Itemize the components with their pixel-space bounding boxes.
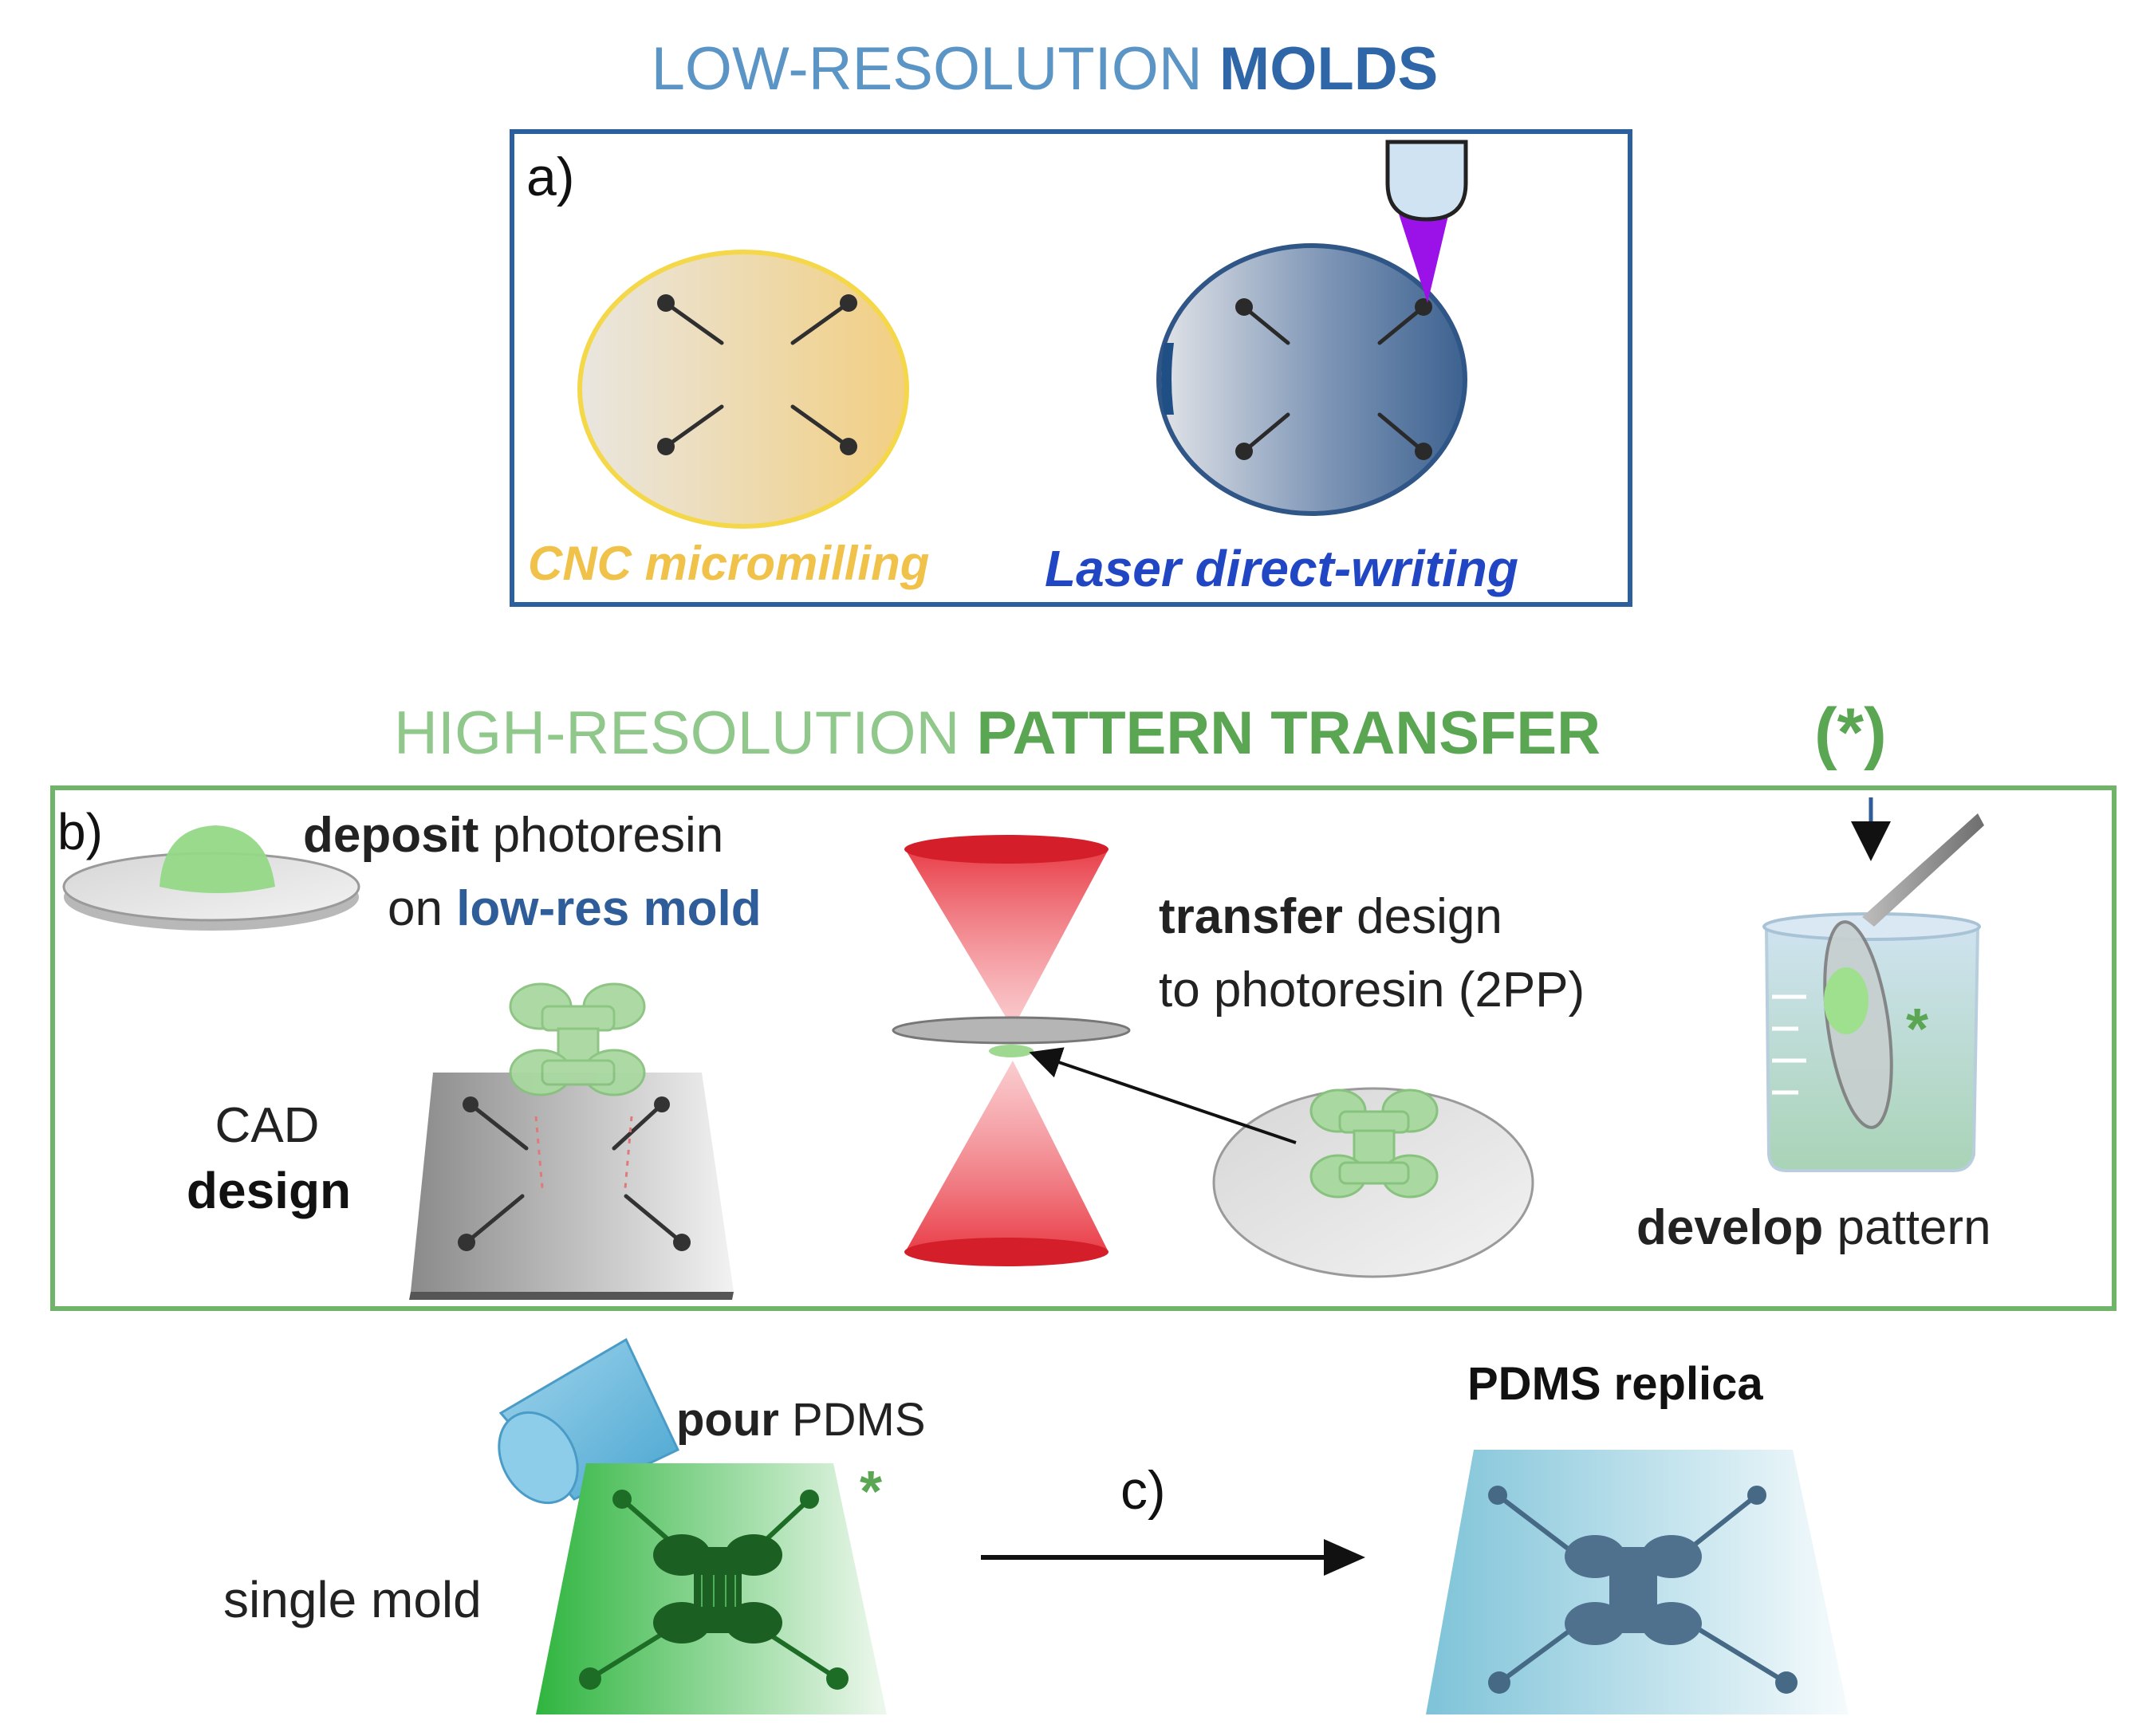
panel-b-label: b) <box>57 803 103 860</box>
cnc-channels <box>664 301 851 449</box>
panel-a-frame <box>510 129 1632 607</box>
deposit-caption-line2: on low-res mold <box>388 881 762 936</box>
pdms-replica-caption: PDMS replica <box>1467 1358 1763 1410</box>
laser-beam <box>1397 209 1450 303</box>
cnc-mold-disc <box>577 250 909 529</box>
develop-caption: develop pattern <box>1636 1200 1991 1255</box>
label-laser-direct-writing: Laser direct-writing <box>1045 540 1518 597</box>
deposit-disc <box>62 825 360 931</box>
develop-asterisk: * <box>1906 998 1928 1061</box>
transfer-caption-line2: to photoresin (2PP) <box>1159 962 1585 1018</box>
panel-c-label: c) <box>1120 1460 1166 1521</box>
sample-slide <box>892 1016 1131 1045</box>
section-a-heading: LOW-RESOLUTION MOLDS <box>652 35 1439 103</box>
pdms-pitcher-icon <box>498 1337 679 1505</box>
single-mold-caption: single mold <box>223 1571 482 1628</box>
cad-design-plate <box>409 982 734 1300</box>
pour-caption: pour PDMS <box>676 1394 926 1446</box>
transfer-caption-line1: transfer design <box>1159 889 1502 944</box>
laser-mold-disc <box>1156 243 1467 516</box>
cad-structure <box>509 982 646 1096</box>
panel-b-frame <box>50 785 2117 1311</box>
cad-caption-line2: design <box>187 1162 351 1219</box>
laser-focus-cones <box>892 835 1131 1266</box>
section-b-heading-mark: (*) <box>1814 695 1887 771</box>
section-b-heading: HIGH-RESOLUTION PATTERN TRANSFER <box>394 699 1601 767</box>
deposit-caption-line1: deposit photoresin <box>303 808 723 863</box>
panel-a-label: a) <box>526 147 574 207</box>
develop-beaker: * <box>1762 797 1984 1172</box>
transfer-arrow <box>1029 1047 1297 1144</box>
pour-asterisk: * <box>860 1460 882 1524</box>
tweezers-icon <box>1862 813 1984 927</box>
replica-structure <box>1565 1535 1702 1645</box>
cad-caption-line1: CAD <box>215 1098 320 1153</box>
transfer-disc <box>1212 1087 1534 1278</box>
pdms-replica <box>1426 1450 1849 1714</box>
label-cnc-micromilling: CNC micromilling <box>528 537 929 590</box>
laser-head-icon <box>1385 140 1468 303</box>
single-mold <box>536 1463 887 1714</box>
mold-structure <box>653 1534 782 1643</box>
replica-arrow <box>981 1539 1365 1576</box>
